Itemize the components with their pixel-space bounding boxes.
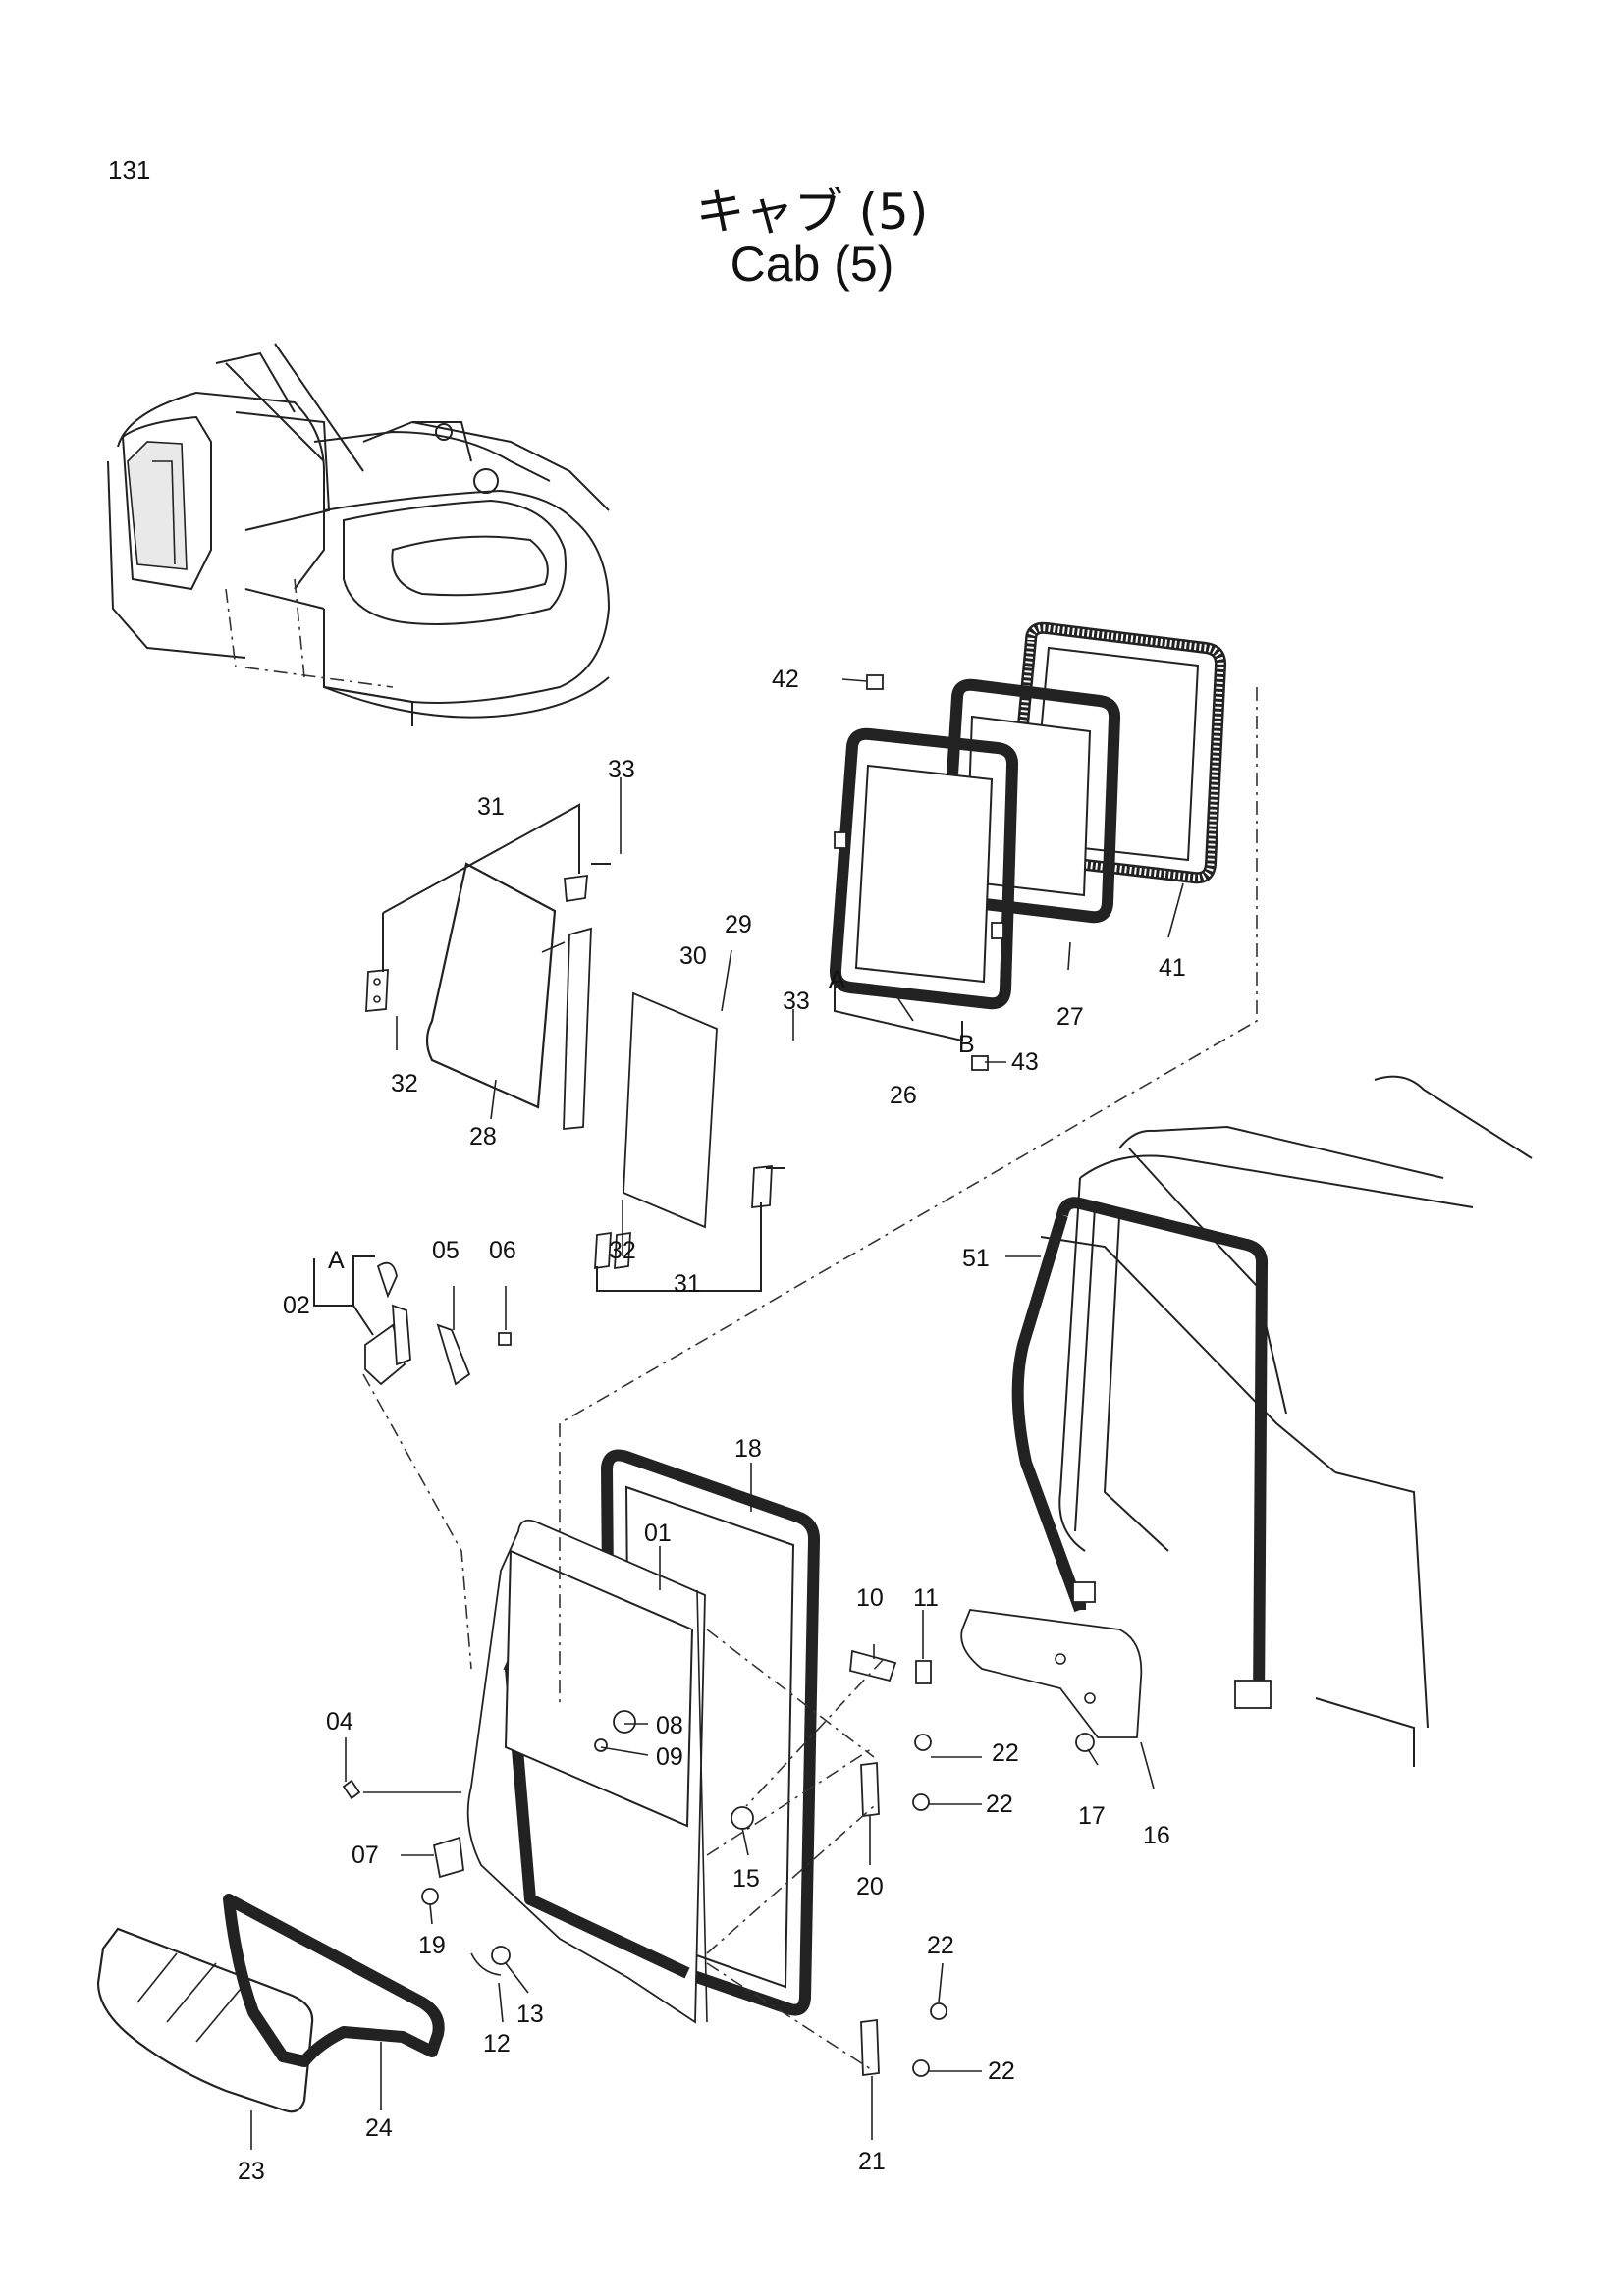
callout-22: 22 bbox=[992, 1739, 1019, 1767]
excavator-overview bbox=[107, 343, 611, 726]
callout-19: 19 bbox=[418, 1932, 446, 1959]
callout-labels: 42 33 31 29 30 32 28 33 32 31 A B 26 27 … bbox=[238, 666, 1186, 2185]
callout-41: 41 bbox=[1159, 954, 1186, 982]
callout-10: 10 bbox=[856, 1584, 884, 1612]
callout-01: 01 bbox=[644, 1520, 672, 1547]
callout-22: 22 bbox=[927, 1932, 954, 1959]
callout-04: 04 bbox=[326, 1708, 353, 1735]
callout-27: 27 bbox=[1056, 1003, 1084, 1031]
callout-17: 17 bbox=[1078, 1802, 1106, 1830]
callout-31: 31 bbox=[674, 1270, 701, 1298]
callout-07: 07 bbox=[352, 1842, 379, 1869]
callout-33: 33 bbox=[608, 756, 635, 783]
callout-26: 26 bbox=[890, 1082, 917, 1109]
page-number: 131 bbox=[108, 155, 151, 185]
callout-13: 13 bbox=[516, 2001, 544, 2028]
callout-22: 22 bbox=[988, 2057, 1015, 2085]
callout-16: 16 bbox=[1143, 1822, 1170, 1849]
callout-30: 30 bbox=[679, 942, 707, 970]
door-handle-assembly bbox=[313, 1255, 512, 1386]
callout-12: 12 bbox=[483, 2030, 511, 2057]
callout-29: 29 bbox=[725, 911, 752, 938]
callout-22: 22 bbox=[986, 1790, 1013, 1818]
callout-51: 51 bbox=[962, 1245, 990, 1272]
callout-20: 20 bbox=[856, 1873, 884, 1900]
callout-15: 15 bbox=[732, 1865, 760, 1893]
door-assembly bbox=[342, 1449, 821, 2024]
callout-05: 05 bbox=[432, 1237, 460, 1264]
callout-08: 08 bbox=[656, 1712, 683, 1739]
callout-21: 21 bbox=[858, 2148, 886, 2175]
callout-b: B bbox=[958, 1031, 975, 1058]
callout-a: A bbox=[328, 1247, 345, 1274]
page-title-japanese: キャブ (5) bbox=[695, 184, 929, 240]
callout-11: 11 bbox=[913, 1584, 939, 1612]
callout-06: 06 bbox=[489, 1237, 516, 1264]
callout-28: 28 bbox=[469, 1123, 497, 1150]
callout-09: 09 bbox=[656, 1743, 683, 1771]
callout-18: 18 bbox=[734, 1435, 762, 1463]
page-title-english: Cab (5) bbox=[730, 237, 894, 292]
callout-31: 31 bbox=[477, 793, 505, 821]
door-lower-window bbox=[96, 1894, 445, 2113]
callout-42: 42 bbox=[772, 666, 799, 693]
callout-24: 24 bbox=[365, 2114, 393, 2142]
hinge-and-lock-parts bbox=[849, 1609, 1143, 2077]
cab-body-and-door-seal bbox=[1011, 1075, 1533, 1767]
sliding-window-assembly bbox=[365, 803, 785, 1292]
callout-23: 23 bbox=[238, 2158, 265, 2185]
callout-43: 43 bbox=[1011, 1048, 1039, 1076]
callout-a: A bbox=[829, 966, 845, 993]
callout-32: 32 bbox=[609, 1237, 636, 1264]
callout-02: 02 bbox=[283, 1292, 310, 1319]
rear-window-assembly bbox=[829, 621, 1227, 1071]
callout-33: 33 bbox=[783, 988, 810, 1015]
leader-lines bbox=[250, 678, 1258, 2150]
callout-32: 32 bbox=[391, 1070, 418, 1097]
